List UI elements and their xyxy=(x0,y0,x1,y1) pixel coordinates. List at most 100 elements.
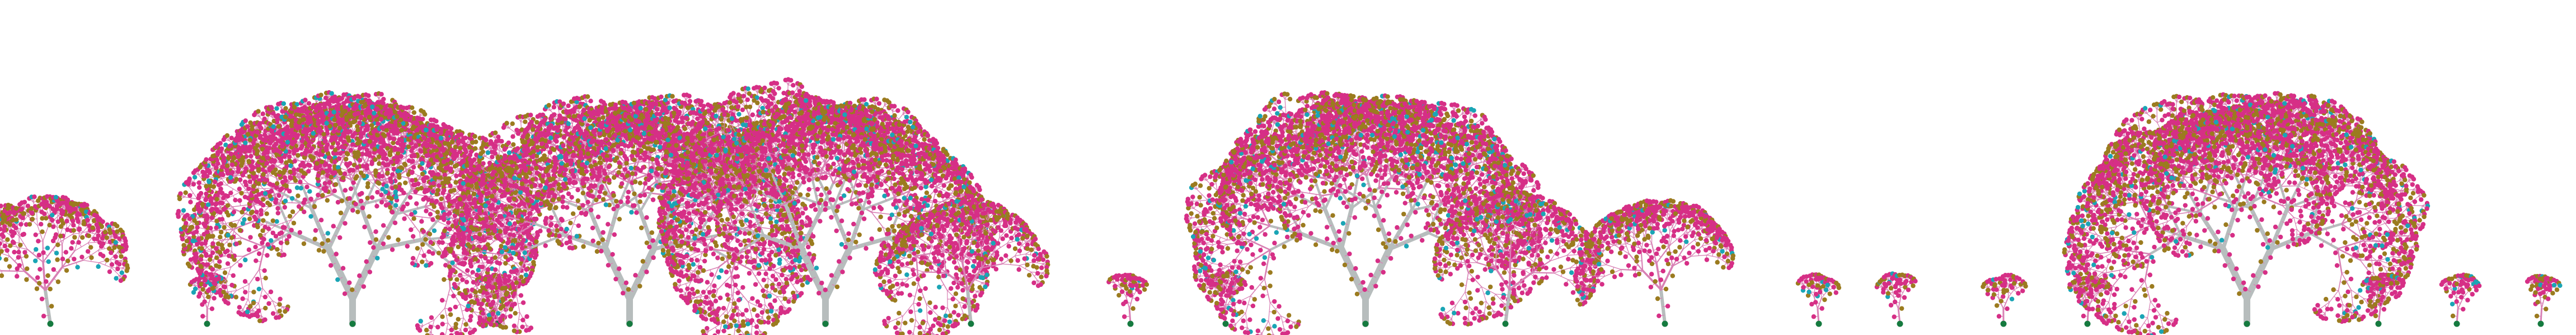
tip-node xyxy=(71,228,76,233)
tip-node xyxy=(85,217,90,223)
tip-node xyxy=(53,194,59,200)
tip-node xyxy=(65,227,70,232)
tip-node xyxy=(37,281,42,286)
branch xyxy=(26,248,44,263)
tree-03 xyxy=(175,90,540,335)
tip-node xyxy=(60,209,65,214)
tip-node xyxy=(75,264,80,270)
tip-node xyxy=(18,207,24,212)
branch xyxy=(62,259,84,268)
tip-node xyxy=(70,240,75,245)
tip-node xyxy=(33,232,38,238)
tip-node xyxy=(63,250,69,255)
tip-node xyxy=(4,248,10,253)
tip-node xyxy=(114,276,119,281)
tip-node xyxy=(32,194,37,199)
tip-node xyxy=(54,250,59,255)
tip-node xyxy=(37,267,43,272)
tip-node xyxy=(119,254,124,259)
tip-node xyxy=(72,257,77,262)
tip-node xyxy=(39,296,45,301)
tip-node xyxy=(50,206,55,212)
tip-node xyxy=(120,249,125,254)
tip-node xyxy=(65,258,71,263)
tip-node xyxy=(105,258,110,263)
tip-node xyxy=(200,314,205,319)
tree-01 xyxy=(0,194,130,327)
tip-node xyxy=(53,235,58,240)
tip-node xyxy=(71,222,76,228)
tip-node xyxy=(2,243,7,249)
tip-node xyxy=(92,236,97,241)
tip-node xyxy=(55,242,60,248)
tip-node xyxy=(3,257,8,262)
branch xyxy=(18,250,26,272)
tip-node xyxy=(73,207,78,212)
tip-node xyxy=(55,257,60,262)
tip-node xyxy=(206,288,211,294)
tip-node xyxy=(25,266,30,271)
tip-node xyxy=(29,206,34,211)
tip-node xyxy=(1,234,6,239)
tip-node xyxy=(212,296,217,301)
tip-node xyxy=(86,233,91,239)
tip-node xyxy=(44,279,49,284)
tip-node xyxy=(40,216,45,221)
tip-node xyxy=(74,216,80,221)
tip-node xyxy=(42,211,47,216)
tip-node xyxy=(51,224,56,229)
tip-node xyxy=(16,249,21,255)
tip-node xyxy=(8,243,13,248)
tip-node xyxy=(7,222,13,227)
branch xyxy=(0,236,2,240)
tip-node xyxy=(35,275,40,280)
tip-node xyxy=(55,219,61,224)
branch xyxy=(0,239,3,243)
tip-node xyxy=(0,203,3,208)
tip-node xyxy=(10,233,15,238)
tip-node xyxy=(45,273,50,278)
root-node xyxy=(204,320,210,327)
twig xyxy=(0,209,2,212)
tip-node xyxy=(30,216,35,222)
tip-node xyxy=(75,211,81,216)
tip-node xyxy=(90,225,95,230)
tip-node xyxy=(16,255,21,260)
tip-node xyxy=(109,262,115,267)
tip-node xyxy=(202,299,207,304)
branch xyxy=(0,269,2,272)
tip-node xyxy=(34,286,40,291)
tip-node xyxy=(24,277,29,282)
tip-node xyxy=(60,257,65,262)
twig xyxy=(0,210,2,212)
tip-node xyxy=(119,270,124,276)
tip-node xyxy=(7,210,13,215)
tip-node xyxy=(77,226,82,231)
tip-node xyxy=(64,218,69,224)
tip-node xyxy=(88,245,93,250)
tip-node xyxy=(50,217,55,223)
tip-node xyxy=(89,255,94,260)
tip-node xyxy=(104,235,109,240)
branch xyxy=(286,183,309,184)
tip-node xyxy=(0,220,5,226)
tip-node xyxy=(50,212,55,218)
tip-node xyxy=(0,241,2,246)
tip-node xyxy=(44,216,49,221)
tip-node xyxy=(71,218,76,224)
tip-node xyxy=(80,235,85,240)
branch xyxy=(349,245,380,303)
tip-node xyxy=(20,215,25,221)
branch xyxy=(8,255,26,272)
tip-node xyxy=(7,264,12,269)
tip-node xyxy=(11,223,16,229)
tip-node xyxy=(41,250,46,255)
tip-node xyxy=(109,250,114,255)
tip-node xyxy=(107,230,113,235)
tip-node xyxy=(22,199,27,204)
tip-node xyxy=(209,306,215,311)
tip-node xyxy=(11,230,16,235)
tip-node xyxy=(27,222,32,227)
tip-node xyxy=(22,250,27,255)
